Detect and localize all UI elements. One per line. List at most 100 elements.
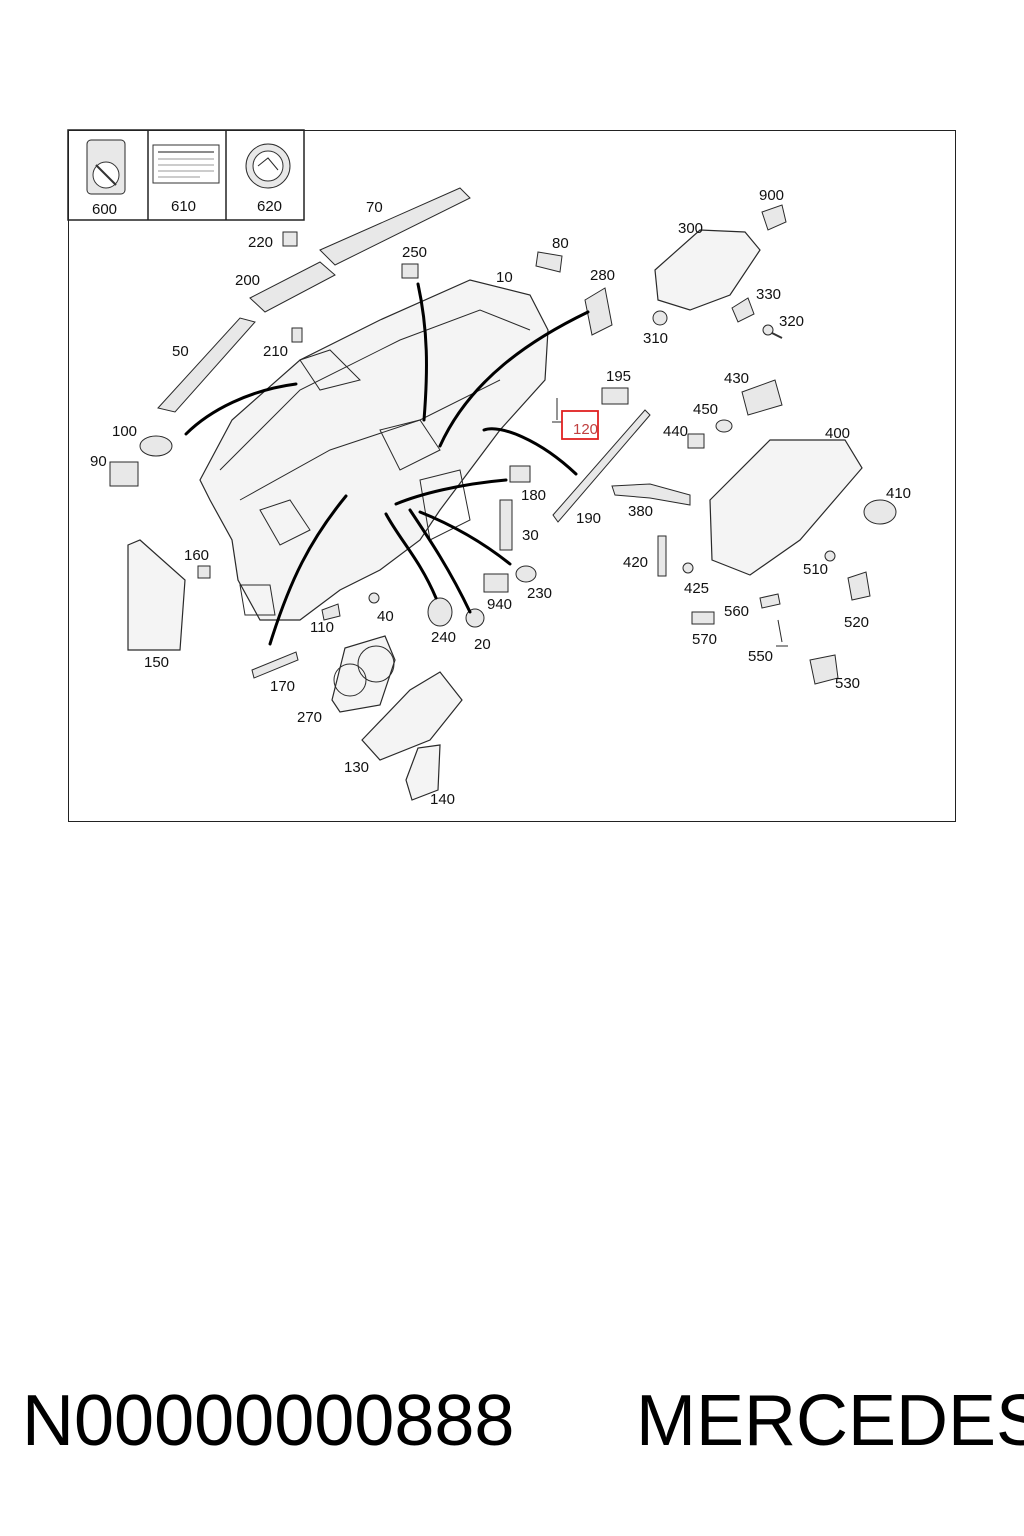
label-550: 550 [748, 648, 773, 665]
airbag-warning-label-600 [86, 139, 126, 195]
part-900 [761, 204, 787, 231]
label-180: 180 [521, 487, 546, 504]
clip-220 [282, 231, 298, 247]
airbag-info-label-610 [152, 144, 220, 184]
trim-strip-50 [157, 317, 256, 413]
clip-250 [401, 263, 419, 279]
part-230 [515, 565, 537, 583]
highlight-box-120 [561, 410, 599, 440]
side-panel-150 [127, 539, 186, 651]
label-610: 610 [171, 198, 196, 215]
air-vent-280 [584, 287, 613, 336]
label-280: 280 [590, 267, 615, 284]
label-300: 300 [678, 220, 703, 237]
part-100 [139, 435, 173, 457]
label-50: 50 [172, 343, 189, 360]
part-180 [509, 465, 531, 483]
switch-530 [809, 654, 839, 685]
label-430: 430 [724, 370, 749, 387]
part-90 [109, 461, 139, 487]
label-220: 220 [248, 234, 273, 251]
label-210: 210 [263, 343, 288, 360]
label-320: 320 [779, 313, 804, 330]
trim-strip-70 [319, 187, 471, 266]
trim-strip-190 [552, 409, 651, 523]
clip-160 [197, 565, 211, 579]
part-labels: 600 610 620 70 220 250 10 80 280 300 900… [90, 187, 911, 808]
switch-520 [847, 571, 871, 601]
part-380 [611, 483, 691, 506]
screw-40 [368, 592, 380, 604]
knob-20 [465, 608, 485, 628]
label-70: 70 [366, 199, 383, 216]
instrument-cluster-frame-270 [331, 635, 396, 713]
bezel-140 [405, 744, 441, 801]
label-190: 190 [576, 510, 601, 527]
switch-440 [687, 433, 705, 449]
diagram-frame [68, 130, 956, 822]
label-120: 120 [573, 421, 598, 438]
label-40: 40 [377, 608, 394, 625]
latch-560 [759, 593, 781, 609]
nut-310 [652, 310, 668, 326]
label-420: 420 [623, 554, 648, 571]
label-130: 130 [344, 759, 369, 776]
airbag-round-label-620 [245, 143, 291, 189]
part-940 [483, 573, 509, 593]
warning-labels-strip [67, 129, 305, 221]
clip-110 [321, 603, 341, 621]
footer: N00000000888 MERCEDES [0, 1380, 1024, 1470]
clip-210 [291, 327, 303, 343]
label-400: 400 [825, 425, 850, 442]
bulb-holder-430 [741, 379, 783, 416]
screw-550 [776, 619, 788, 647]
clip-425 [682, 562, 694, 574]
screw-120 [552, 398, 562, 423]
label-310: 310 [643, 330, 668, 347]
label-195: 195 [606, 368, 631, 385]
dashboard-exploded-diagram: 600 610 620 70 220 250 10 80 280 300 900… [67, 129, 911, 808]
label-900: 900 [759, 187, 784, 204]
part-570 [691, 611, 715, 625]
label-570: 570 [692, 631, 717, 648]
label-200: 200 [235, 272, 260, 289]
label-530: 530 [835, 675, 860, 692]
label-510: 510 [803, 561, 828, 578]
clip-330 [731, 297, 755, 323]
label-170: 170 [270, 678, 295, 695]
label-425: 425 [684, 580, 709, 597]
glovebox-400 [709, 439, 863, 576]
trim-170 [251, 651, 299, 679]
screw-320 [762, 324, 783, 339]
label-240: 240 [431, 629, 456, 646]
label-270: 270 [297, 709, 322, 726]
label-940: 940 [487, 596, 512, 613]
bulb-450 [715, 419, 733, 433]
screw-510 [824, 550, 836, 562]
label-90: 90 [90, 453, 107, 470]
label-620: 620 [257, 198, 282, 215]
label-560: 560 [724, 603, 749, 620]
part-30 [499, 499, 513, 551]
label-380: 380 [628, 503, 653, 520]
label-450: 450 [693, 401, 718, 418]
assembly-arrows [184, 282, 590, 646]
label-110: 110 [310, 619, 334, 636]
label-330: 330 [756, 286, 781, 303]
label-440: 440 [663, 423, 688, 440]
cluster-cover-130 [361, 671, 463, 761]
label-410: 410 [886, 485, 911, 502]
label-600: 600 [92, 201, 117, 218]
dashboard-carrier-10 [199, 279, 549, 621]
label-30: 30 [522, 527, 539, 544]
label-230: 230 [527, 585, 552, 602]
part-420 [657, 535, 667, 577]
label-250: 250 [402, 244, 427, 261]
label-150: 150 [144, 654, 169, 671]
label-520: 520 [844, 614, 869, 631]
bracket-80 [535, 251, 563, 273]
label-10: 10 [496, 269, 513, 286]
label-20: 20 [474, 636, 491, 653]
label-140: 140 [430, 791, 455, 808]
ring-240 [427, 597, 453, 627]
